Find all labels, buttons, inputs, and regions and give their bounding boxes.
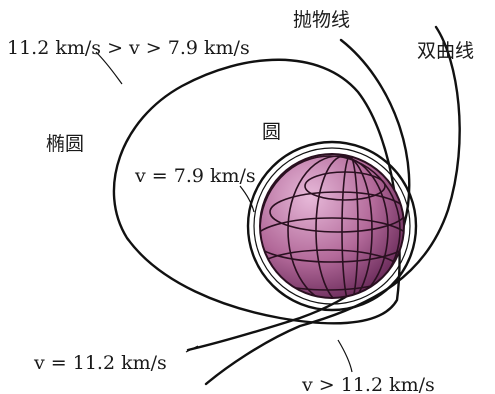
ellipse-speed-leader xyxy=(95,51,123,85)
parabola-label: 抛物线 xyxy=(293,9,350,31)
circle-orbit xyxy=(246,140,418,312)
ellipse-speed-label: 11.2 km/s > v > 7.9 km/s xyxy=(7,37,250,59)
parabola-speed-leader xyxy=(185,345,199,353)
hyperbola-speed-label: v > 11.2 km/s xyxy=(301,374,435,394)
circle-label: 圆 xyxy=(262,121,281,143)
hyperbola-orbit xyxy=(204,25,461,386)
circle-speed-leader xyxy=(239,185,255,213)
hyperbola-speed-leader xyxy=(337,339,353,373)
parabola-speed-label: v = 11.2 km/s xyxy=(33,352,167,374)
earth-grid xyxy=(260,155,404,298)
circle-speed-label: v = 7.9 km/s xyxy=(134,165,256,187)
hyperbola-label: 双曲线 xyxy=(417,40,474,62)
ellipse-orbit xyxy=(112,58,401,325)
ellipse-label: 椭圆 xyxy=(46,133,84,155)
circle-orbit-inner-ring xyxy=(253,147,411,305)
